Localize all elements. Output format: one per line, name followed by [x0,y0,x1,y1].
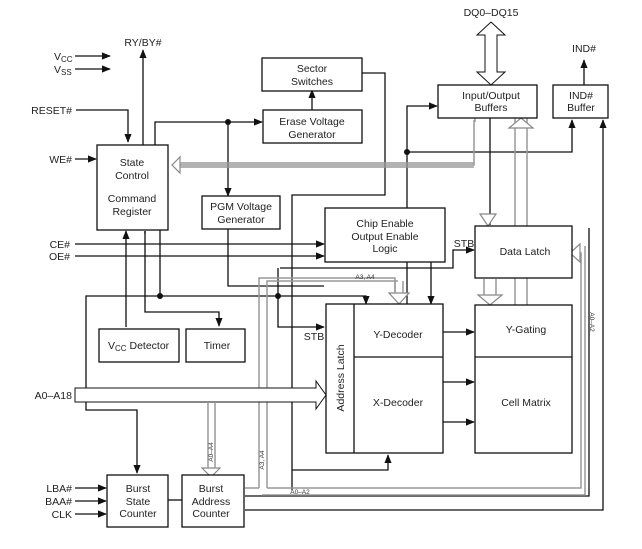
bus-arrows [74,21,581,478]
output-enable-label: Output Enable [351,231,418,243]
a0a4-label: A0–A4 [208,442,215,462]
ce-signal-label: CE# [50,239,71,251]
burst-state-counter-block [106,474,169,528]
command-label: Command [108,193,157,205]
a3a4-side-label: A3, A4 [259,450,266,470]
dq-bus-arrow [475,21,507,86]
sector-label: Sector [297,63,328,75]
switches-label: Switches [291,76,333,88]
y-gating-label: Y-Gating [506,324,547,336]
vcc-detector-label: VCC Detector [108,340,170,353]
burst-address-counter-block [181,474,245,528]
pgm-generator-label: Generator [217,214,265,226]
address-signal-label: A0–A18 [35,390,73,402]
burst-address-label-1: Burst [199,483,224,495]
y-gating-cell-matrix-block [474,304,573,454]
ind-buffer-block [552,84,609,119]
address-bus-arrow [74,379,327,411]
burst-state-label-3: Counter [119,508,157,520]
cell-matrix-label: Cell Matrix [501,397,551,409]
data-latch-block [474,225,573,279]
address-latch-label: Address Latch [335,344,347,411]
x-decoder-label: X-Decoder [373,397,424,409]
stb-data-latch-label: STB [454,238,474,250]
burst-address-label-2: Address [192,496,231,508]
vcc-signal-label: VCC [54,51,73,64]
oe-signal-label: OE# [49,251,70,263]
clk-signal-label: CLK [52,509,72,521]
state-control-block [96,144,169,231]
pgm-voltage-label: PGM Voltage [210,201,272,213]
ind-buffer-label-1: IND# [569,90,593,102]
timer-label: Timer [204,340,231,352]
lba-signal-label: LBA# [46,483,72,495]
vcc-detector-block [98,328,180,363]
erase-voltage-generator-block [262,109,363,144]
register-label: Register [112,206,152,218]
y-decoder-label: Y-Decoder [373,329,423,341]
a0a2-right-label: A0–A2 [588,312,595,332]
baa-signal-label: BAA# [45,496,72,508]
buffers-label: Buffers [474,102,507,114]
io-buffers-block [437,84,538,119]
io-label: Input/Output [462,90,520,102]
dq-signal-label: DQ0–DQ15 [464,7,519,19]
state-label: State [120,157,145,169]
chip-enable-label: Chip Enable [356,218,413,230]
vss-signal-label: VSS [54,64,72,77]
ryby-signal-label: RY/BY# [124,37,161,49]
a3a4-top-label: A3, A4 [355,274,375,281]
control-label: Control [115,170,149,182]
burst-address-label-3: Counter [192,508,230,520]
logic-label: Logic [372,243,397,255]
burst-state-label-1: Burst [126,483,151,495]
stb-address-latch-label: STB [304,331,324,343]
data-latch-label: Data Latch [500,246,551,258]
sector-switches-block [261,57,363,92]
erase-voltage-label: Erase Voltage [279,116,345,128]
wires [75,49,607,518]
chip-enable-logic-block [324,207,446,263]
ind-signal-label: IND# [572,43,596,55]
address-latch-block [325,303,444,454]
ind-buffer-label-2: Buffer [567,102,595,114]
erase-generator-label: Generator [288,129,336,141]
timer-block [185,328,246,363]
pgm-voltage-generator-block [201,195,281,230]
reset-signal-label: RESET# [31,105,72,117]
burst-state-label-2: State [126,496,151,508]
we-signal-label: WE# [49,154,72,166]
a0a2-bottom-label: A0–A2 [290,489,310,496]
